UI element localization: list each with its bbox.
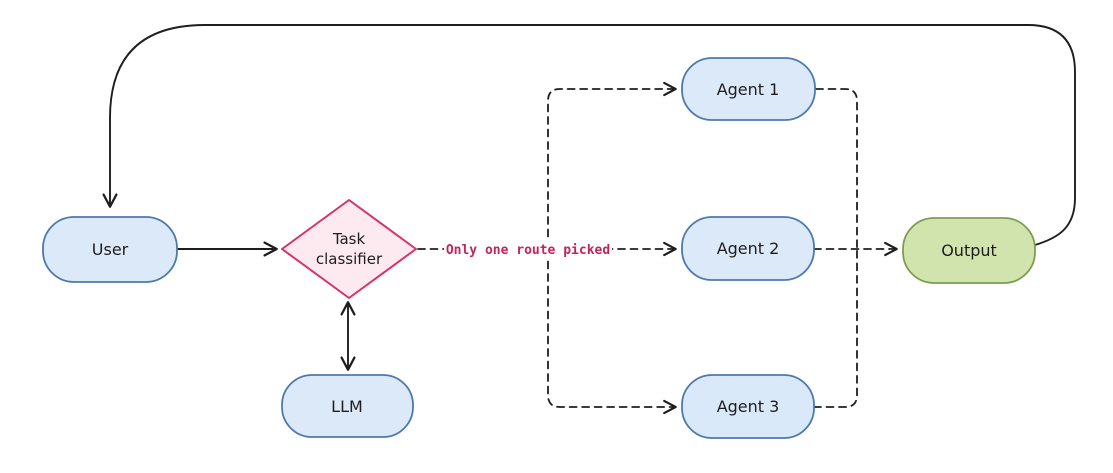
edge-output-to-user — [102, 24, 1076, 246]
node-agent-1: Agent 1 — [681, 57, 816, 121]
edge-label-text: Only one route picked — [446, 243, 610, 258]
node-output-label: Output — [941, 241, 997, 260]
node-task-classifier-label-line1: Task — [332, 230, 366, 248]
node-llm: LLM — [281, 374, 414, 438]
node-agent-1-shape — [681, 57, 816, 121]
edge-agent3-to-output — [813, 248, 858, 408]
node-agent-3-shape — [681, 374, 815, 439]
node-task-classifier: Task classifier — [281, 199, 417, 299]
node-output: Output — [902, 217, 1036, 284]
node-agent-2: Agent 2 — [681, 216, 815, 281]
node-user-label: User — [92, 240, 129, 259]
edge-classifier-to-agent3 — [547, 248, 677, 415]
node-agent-2-shape — [681, 216, 815, 281]
node-llm-label: LLM — [331, 397, 363, 416]
node-task-classifier-shape — [281, 199, 417, 299]
node-output-shape — [902, 217, 1036, 284]
node-agent-2-label: Agent 2 — [717, 239, 780, 258]
node-agent-3-label: Agent 3 — [717, 397, 780, 416]
node-user: User — [42, 216, 178, 283]
edge-label-route: Only one route picked — [444, 239, 612, 259]
node-agent-3: Agent 3 — [681, 374, 815, 439]
node-agent-1-label: Agent 1 — [717, 80, 780, 99]
edge-classifier-to-agent1 — [547, 81, 677, 250]
edge-agent1-to-output — [815, 88, 858, 250]
node-llm-shape — [281, 374, 414, 438]
node-user-shape — [42, 216, 178, 283]
edge-label-background — [444, 239, 612, 259]
node-task-classifier-label-line2: classifier — [316, 250, 383, 268]
